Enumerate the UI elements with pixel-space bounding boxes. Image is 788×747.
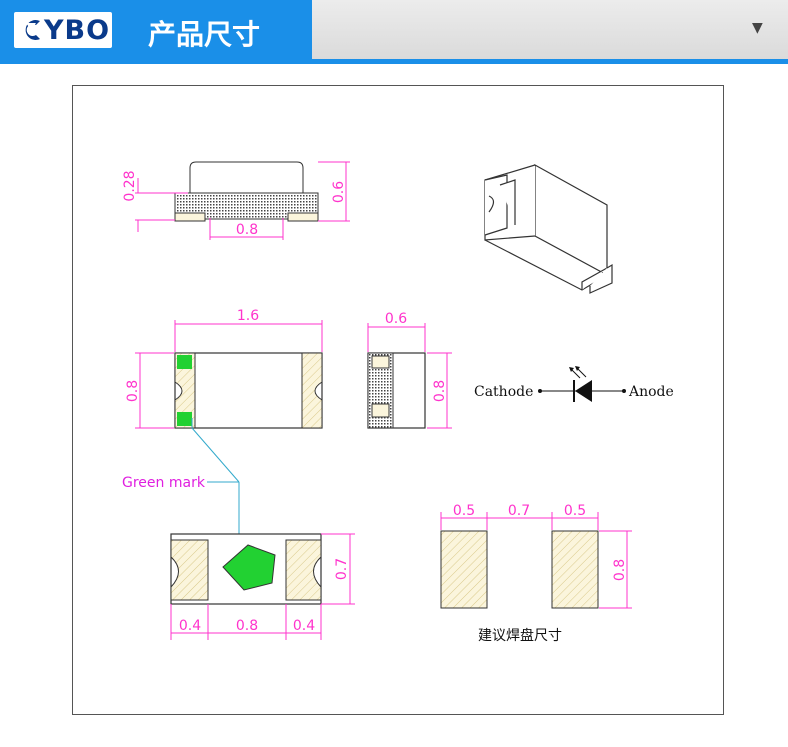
- green-mark-bottom: [177, 412, 192, 426]
- dim-pad-a: 0.5: [453, 503, 475, 519]
- green-mark-polygon: [222, 544, 276, 591]
- solder-pad-layout: 0.5 0.7 0.5 0.8 建议焊盘尺寸: [440, 503, 632, 644]
- end-view: 0.6 0.8: [367, 311, 452, 429]
- page-header: YBO 产品尺寸 ▼: [0, 0, 788, 64]
- dim-top-width: 0.8: [125, 380, 141, 402]
- solder-pad-caption: 建议焊盘尺寸: [478, 627, 562, 644]
- diode-symbol: Cathode Anode: [474, 366, 674, 402]
- logo: YBO: [14, 12, 112, 48]
- dim-lens-height: 0.28: [122, 170, 138, 201]
- header-right-bar: [312, 0, 788, 64]
- dim-length: 1.6: [237, 308, 259, 324]
- top-view: 1.6 0.8: [125, 308, 323, 429]
- bottom-view: 0.4 0.8 0.4 0.7: [170, 533, 355, 640]
- dim-bottom-height: 0.7: [334, 558, 350, 580]
- dim-pad-height: 0.8: [612, 559, 628, 581]
- green-mark-top: [177, 355, 192, 369]
- cybo-logo-icon: [25, 20, 40, 41]
- dim-pad-b: 0.5: [564, 503, 586, 519]
- cathode-label: Cathode: [474, 384, 533, 400]
- dropdown-arrow-icon[interactable]: ▼: [752, 20, 763, 36]
- dim-pad-gap: 0.7: [508, 503, 530, 519]
- header-underline: [0, 59, 788, 64]
- dim-depth: 0.6: [385, 311, 407, 327]
- logo-text: YBO: [44, 15, 111, 46]
- dim-bottom-pad-right: 0.4: [293, 618, 315, 634]
- dim-bottom-pad-gap: 0.8: [236, 618, 258, 634]
- dim-bottom-pad-left: 0.4: [179, 618, 201, 634]
- dim-end-width: 0.8: [432, 380, 448, 402]
- dim-side-pad-gap: 0.8: [236, 222, 258, 238]
- side-view: 0.28 0.6 0.8: [122, 161, 350, 240]
- page-title: 产品尺寸: [148, 18, 261, 51]
- green-mark-label: Green mark: [122, 475, 206, 491]
- dim-total-height: 0.6: [331, 181, 347, 203]
- anode-label: Anode: [628, 384, 674, 400]
- isometric-view: [484, 163, 613, 294]
